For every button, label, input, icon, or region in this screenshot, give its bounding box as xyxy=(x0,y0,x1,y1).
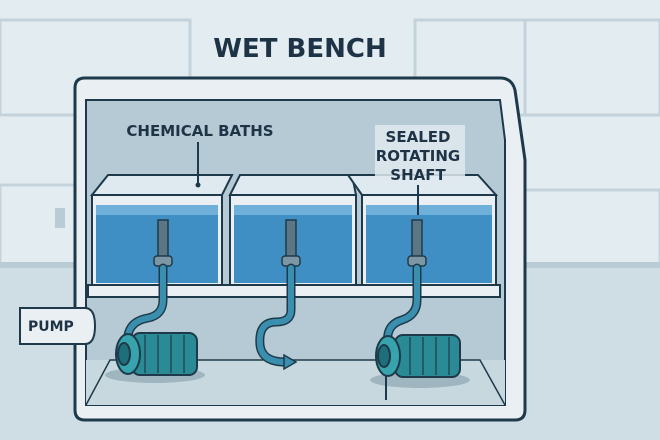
pump-label-tab xyxy=(19,307,97,345)
pump-2 xyxy=(370,334,470,400)
label-bg xyxy=(375,125,465,185)
label-shaft: SHAFT xyxy=(390,166,446,184)
pump-1 xyxy=(105,332,205,383)
label-sealed: SEALED xyxy=(386,128,451,146)
diagram-title: WET BENCH xyxy=(213,34,386,64)
label-rotating: ROTATING xyxy=(376,147,461,165)
rotating-shafts xyxy=(153,219,427,267)
pipes-fill xyxy=(124,265,420,365)
flow-arrow-icon xyxy=(283,353,298,371)
label-pump: PUMP xyxy=(28,319,74,335)
leader-dot xyxy=(195,182,201,188)
label-chemical-baths: CHEMICAL BATHS xyxy=(126,122,273,140)
